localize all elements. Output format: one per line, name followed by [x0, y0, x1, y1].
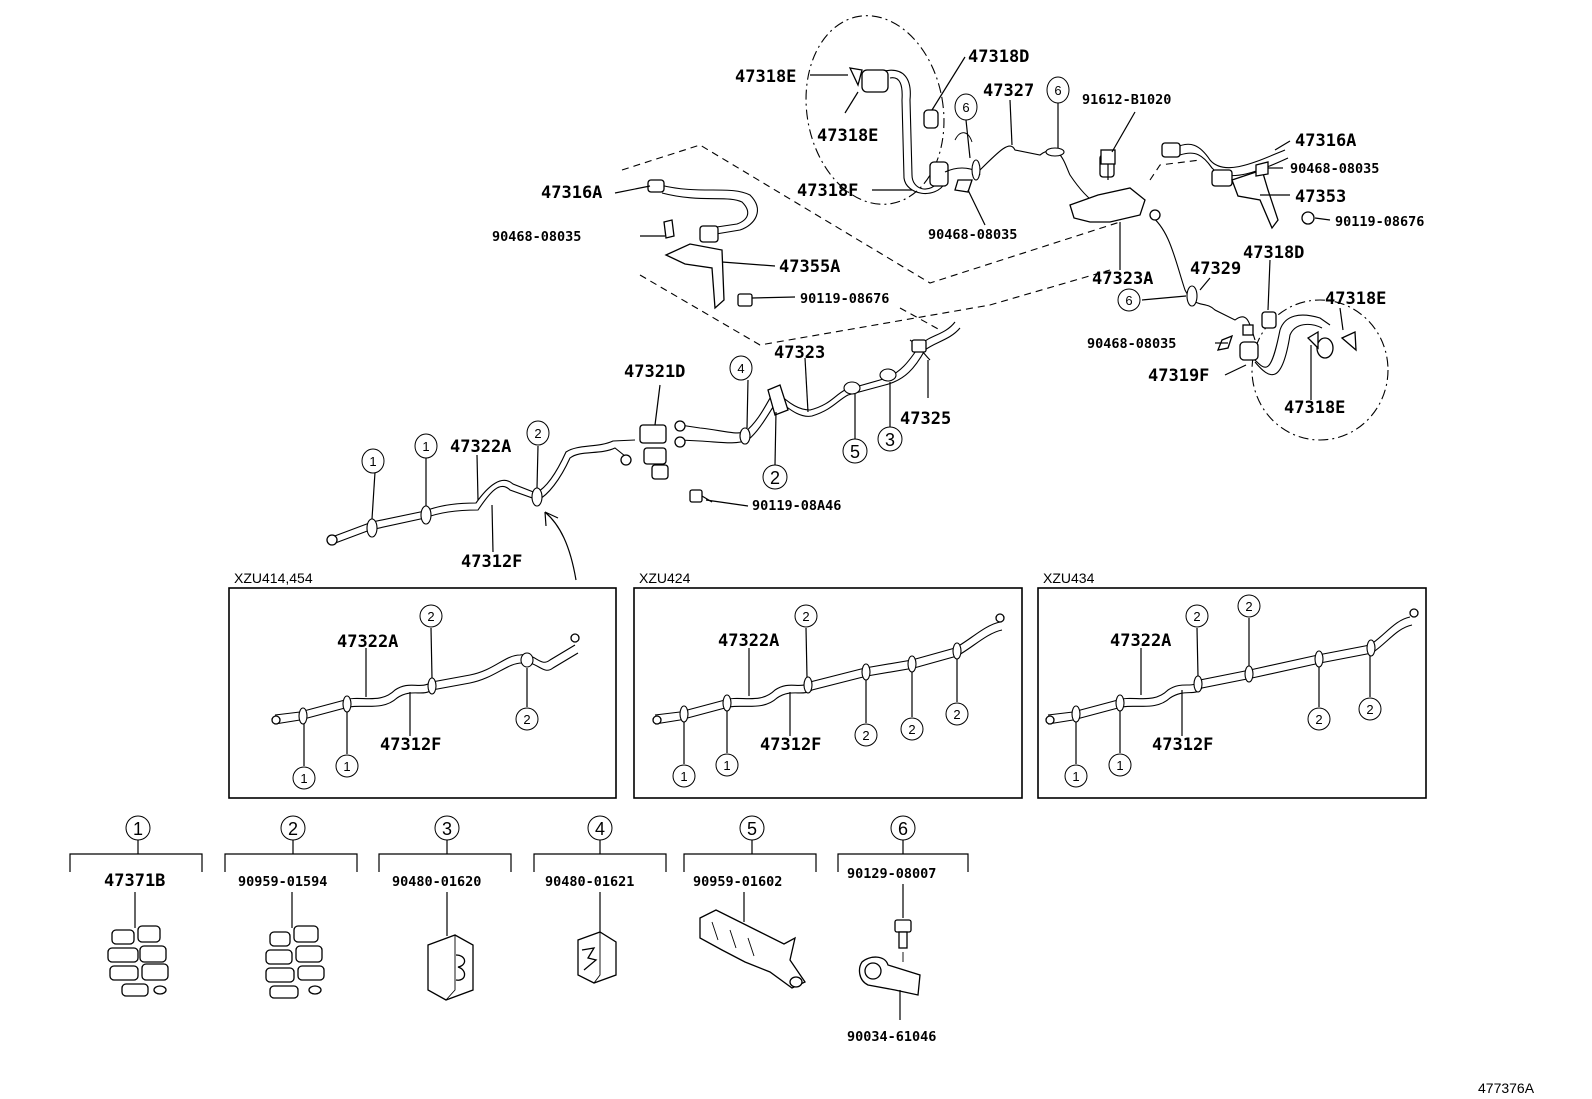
variant-box-1: XZU414,454 47322A 47312F 2 2 1 1 [228, 570, 617, 799]
svg-text:2: 2 [534, 426, 541, 441]
legend-item-3: 3 90480-01620 [378, 815, 512, 1001]
variant3-47322A: 47322A [1110, 631, 1171, 651]
label-47318D-top: 47318D [968, 47, 1029, 67]
legend-part-2: 90959-01594 [238, 874, 327, 890]
legend-part-5: 90959-01602 [693, 874, 782, 890]
legend-part-3: 90480-01620 [392, 874, 481, 890]
legend-sub-part-6: 90034-61046 [847, 1029, 936, 1045]
label-47318E-right: 47318E [1325, 289, 1386, 309]
variant-box-3: XZU434 47322A 47312F 2 2 2 2 1 1 [1037, 570, 1427, 799]
svg-text:1: 1 [133, 819, 143, 839]
hose-fitting [861, 69, 889, 93]
legend-part-6: 90129-08007 [847, 866, 936, 882]
svg-text:1: 1 [343, 759, 350, 774]
callout-4: 4 [729, 355, 753, 381]
svg-text:4: 4 [595, 819, 605, 839]
variant-box-2: XZU424 47322A 47312F 2 2 2 2 1 1 [633, 570, 1023, 799]
label-47318E-lower: 47318E [1284, 398, 1345, 418]
label-47327: 47327 [983, 81, 1034, 101]
label-47318E-top: 47318E [735, 67, 796, 87]
svg-text:6: 6 [1125, 293, 1132, 308]
variant1-47312F: 47312F [380, 735, 441, 755]
svg-text:1: 1 [1072, 769, 1079, 784]
legend-item-1: 1 47371B [69, 815, 203, 997]
label-47316A-right: 47316A [1295, 131, 1356, 151]
svg-text:2: 2 [427, 609, 434, 624]
label-47323: 47323 [774, 343, 825, 363]
label-47318D-right: 47318D [1243, 243, 1304, 263]
legend-item-2: 2 90959-01594 [224, 815, 358, 999]
svg-text:2: 2 [1315, 712, 1322, 727]
legend-item-5: 5 90959-01602 [683, 815, 817, 989]
label-47318F: 47318F [797, 181, 858, 201]
variant1-47322A: 47322A [337, 632, 398, 652]
label-90468-08035-right: 90468-08035 [1290, 161, 1379, 177]
callout-3: 3 [877, 426, 903, 452]
legend-part-1: 47371B [104, 871, 165, 891]
svg-text:5: 5 [850, 442, 860, 462]
label-47319F: 47319F [1148, 366, 1209, 386]
svg-text:6: 6 [962, 100, 969, 115]
svg-text:1: 1 [1116, 758, 1123, 773]
svg-text:2: 2 [1366, 702, 1373, 717]
svg-text:6: 6 [898, 819, 908, 839]
label-90468-08035-center: 90468-08035 [928, 227, 1017, 243]
label-90119-08A46: 90119-08A46 [752, 498, 841, 514]
callout-6-b: 6 [1046, 76, 1070, 104]
svg-text:5: 5 [747, 819, 757, 839]
label-47321D: 47321D [624, 362, 685, 382]
label-90468-08035-lower: 90468-08035 [1087, 336, 1176, 352]
callout-6-a: 6 [954, 93, 978, 121]
svg-text:2: 2 [1193, 609, 1200, 624]
legend-part-4: 90480-01621 [545, 874, 634, 890]
legend-item-4: 4 90480-01621 [533, 815, 667, 984]
callout-2-top: 2 [526, 420, 550, 446]
label-47318E-inner: 47318E [817, 126, 878, 146]
callout-5: 5 [842, 438, 868, 464]
label-91612-B1020: 91612-B1020 [1082, 92, 1171, 108]
variant-label-1: XZU414,454 [234, 570, 313, 586]
label-47322A-main: 47322A [450, 437, 511, 457]
svg-text:2: 2 [908, 722, 915, 737]
svg-text:1: 1 [680, 769, 687, 784]
svg-text:1: 1 [300, 771, 307, 786]
callout-1-b: 1 [414, 433, 438, 459]
label-47312F-main: 47312F [461, 552, 522, 572]
label-47329: 47329 [1190, 259, 1241, 279]
svg-text:2: 2 [862, 728, 869, 743]
svg-text:6: 6 [1054, 83, 1061, 98]
svg-text:1: 1 [422, 439, 429, 454]
diagram-reference-id: 477376A [1478, 1080, 1535, 1096]
label-47355A: 47355A [779, 257, 840, 277]
callout-1-a: 1 [361, 448, 385, 474]
label-90119-08676-right: 90119-08676 [1335, 214, 1424, 230]
variant-label-2: XZU424 [639, 570, 691, 586]
svg-text:2: 2 [523, 712, 530, 727]
svg-text:2: 2 [802, 609, 809, 624]
label-47316A-left: 47316A [541, 183, 602, 203]
svg-text:2: 2 [953, 707, 960, 722]
svg-text:2: 2 [288, 819, 298, 839]
svg-text:1: 1 [723, 758, 730, 773]
callout-2-mid: 2 [762, 464, 788, 490]
svg-text:3: 3 [885, 430, 895, 450]
svg-text:1: 1 [369, 454, 376, 469]
label-90468-08035-left: 90468-08035 [492, 229, 581, 245]
callout-6-c: 6 [1117, 288, 1141, 312]
label-47323A: 47323A [1092, 269, 1153, 289]
legend-item-6: 6 90129-08007 90034-61046 [837, 815, 969, 1045]
variant3-47312F: 47312F [1152, 735, 1213, 755]
label-90119-08676-left: 90119-08676 [800, 291, 889, 307]
label-47353: 47353 [1295, 187, 1346, 207]
variant2-47322A: 47322A [718, 631, 779, 651]
svg-text:3: 3 [442, 819, 452, 839]
svg-text:4: 4 [737, 361, 744, 376]
svg-text:2: 2 [770, 468, 780, 488]
variant2-47312F: 47312F [760, 735, 821, 755]
svg-text:2: 2 [1245, 599, 1252, 614]
variant-label-3: XZU434 [1043, 570, 1095, 586]
label-47325: 47325 [900, 409, 951, 429]
